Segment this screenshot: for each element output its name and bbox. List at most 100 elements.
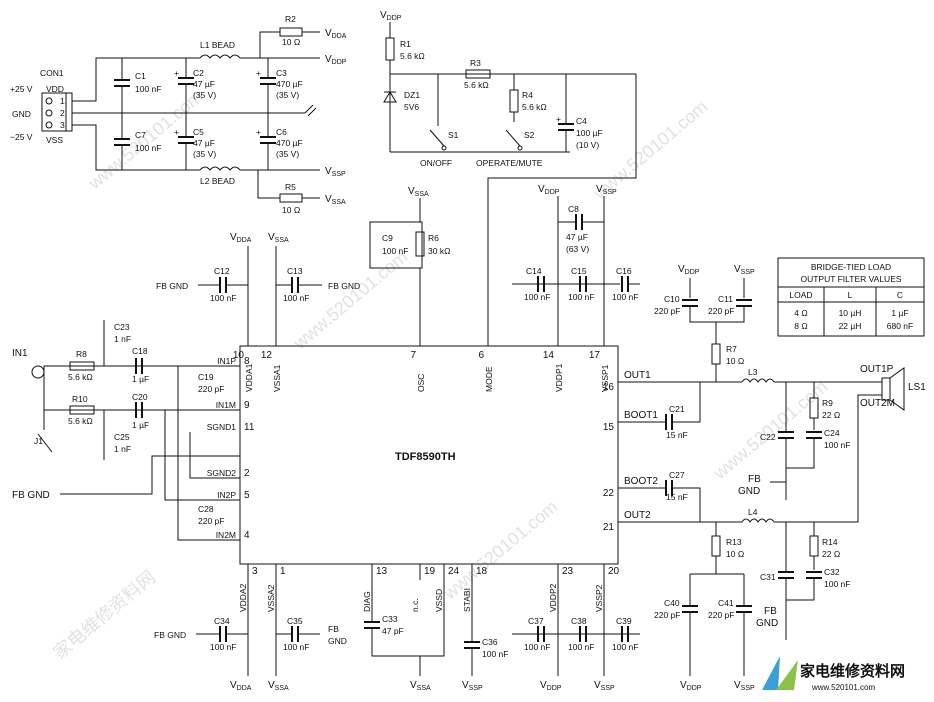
svg-text:100 nF: 100 nF (210, 293, 236, 303)
svg-text:C28: C28 (198, 504, 214, 514)
vddp1-section: VDDP VSSP C8 47 µF (63 V) C14 100 nF C15… (512, 184, 640, 346)
svg-text:R4: R4 (522, 90, 533, 100)
svg-text:OUT1P: OUT1P (860, 364, 894, 375)
pin-number: 21 (603, 522, 615, 533)
pin-number: 18 (476, 566, 488, 577)
pin-number: 23 (562, 566, 574, 577)
svg-text:LS1: LS1 (908, 382, 926, 393)
svg-text:470 µF: 470 µF (276, 138, 303, 148)
svg-text:100 nF: 100 nF (135, 143, 161, 153)
svg-text:OUT1: OUT1 (624, 370, 651, 381)
table-title: BRIDGE-TIED LOAD (811, 262, 891, 272)
svg-text:OPERATE/MUTE: OPERATE/MUTE (476, 158, 543, 168)
cap-c5: + (174, 113, 194, 170)
pin-number: 16 (603, 382, 615, 393)
svg-text:C1: C1 (135, 71, 146, 81)
speaker-ls1 (881, 377, 891, 401)
pin-number: 11 (244, 422, 255, 433)
svg-text:C24: C24 (824, 428, 840, 438)
svg-text:1 nF: 1 nF (114, 334, 131, 344)
svg-text:C12: C12 (214, 266, 230, 276)
svg-text:FB GND: FB GND (156, 281, 188, 291)
svg-text:(35 V): (35 V) (276, 90, 299, 100)
power-section: CON1 1 2 3 +25 V VDD GND −25 V VSS L1 BE… (10, 14, 347, 215)
zener-dz1 (383, 91, 397, 103)
svg-text:C19: C19 (198, 372, 214, 382)
label-vssa: VSSA (325, 194, 346, 206)
label-vdda: VDDA (230, 680, 252, 692)
watermark-text: 家电维修资料网 (50, 567, 159, 663)
svg-text:15 nF: 15 nF (666, 492, 688, 502)
svg-text:C34: C34 (214, 616, 230, 626)
switch-s1 (429, 129, 445, 147)
svg-text:C14: C14 (526, 266, 542, 276)
resistor-r5 (279, 193, 303, 203)
osc-section: VSSA R6 30 kΩ C9 100 nF (369, 186, 450, 346)
svg-text:C32: C32 (824, 567, 840, 577)
svg-text:100 nF: 100 nF (283, 642, 309, 652)
pin-name: MODE (484, 366, 494, 392)
svg-text:1 µF: 1 µF (132, 374, 149, 384)
svg-text:220 pF: 220 pF (708, 306, 734, 316)
label-vssp: VSSP (596, 184, 617, 196)
svg-text:C2: C2 (193, 68, 204, 78)
svg-text:R5: R5 (285, 182, 296, 192)
svg-text:R2: R2 (285, 14, 296, 24)
svg-text:+: + (174, 68, 179, 78)
svg-text:C33: C33 (382, 614, 398, 624)
svg-text:R8: R8 (76, 349, 87, 359)
pin-name: n.c. (410, 598, 420, 612)
svg-text:C37: C37 (528, 616, 544, 626)
svg-text:C5: C5 (193, 127, 204, 137)
svg-text:FB GND: FB GND (328, 281, 360, 291)
svg-text:C22: C22 (760, 432, 776, 442)
cap-c3: + (256, 58, 276, 113)
svg-text:VDD: VDD (46, 84, 64, 94)
svg-text:5.6 kΩ: 5.6 kΩ (68, 372, 93, 382)
switch-j1 (37, 433, 53, 453)
cap-c1 (114, 58, 130, 113)
cap-c4: + (556, 74, 574, 152)
svg-text:10 µH: 10 µH (839, 308, 862, 318)
svg-text:C40: C40 (664, 598, 680, 608)
svg-text:1 µF: 1 µF (132, 420, 149, 430)
svg-text:5.6 kΩ: 5.6 kΩ (400, 51, 425, 61)
label-vddp: VDDP (540, 680, 562, 692)
svg-text:C4: C4 (576, 116, 587, 126)
svg-text:100 nF: 100 nF (824, 579, 850, 589)
pin-name: VDDA1 (244, 363, 254, 392)
vdda1-section: VDDA VSSA FB GND C12 100 nF C13 100 nF F… (156, 232, 360, 346)
svg-text:5V6: 5V6 (404, 102, 419, 112)
pin-number: 14 (543, 350, 555, 361)
label-vssa: VSSA (268, 680, 289, 692)
pin-name: IN2P (217, 490, 236, 500)
svg-text:220 pF: 220 pF (654, 306, 680, 316)
pin-name: VSSP1 (600, 364, 610, 392)
resistor-r10 (69, 405, 95, 415)
svg-text:J1: J1 (34, 436, 43, 446)
cap-c7 (114, 113, 130, 170)
resistor-r4 (509, 89, 519, 113)
svg-text:L4: L4 (748, 507, 758, 517)
svg-text:15 nF: 15 nF (666, 430, 688, 440)
svg-text:C39: C39 (616, 616, 632, 626)
svg-text:220 pF: 220 pF (198, 384, 224, 394)
label-vddp: VDDP (380, 10, 402, 22)
svg-text:100 nF: 100 nF (824, 440, 850, 450)
svg-text:100 nF: 100 nF (612, 292, 638, 302)
svg-text:(10 V): (10 V) (576, 140, 599, 150)
pin-number: 17 (589, 350, 601, 361)
label-vssa: VSSA (268, 232, 289, 244)
svg-text:(35 V): (35 V) (193, 90, 216, 100)
svg-text:OUT2: OUT2 (624, 510, 651, 521)
svg-text:470 µF: 470 µF (276, 79, 303, 89)
pin-number: 10 (233, 350, 245, 361)
svg-text:(35 V): (35 V) (193, 149, 216, 159)
svg-text:+: + (174, 127, 179, 137)
svg-text:BOOT1: BOOT1 (624, 410, 658, 421)
svg-text:+: + (556, 114, 561, 124)
resistor-r8 (69, 361, 95, 371)
output-section: L3 OUT1 BOOT1 BOOT2 OUT2 L4 OUT1P OUT2M … (618, 264, 926, 692)
svg-text:C3: C3 (276, 68, 287, 78)
